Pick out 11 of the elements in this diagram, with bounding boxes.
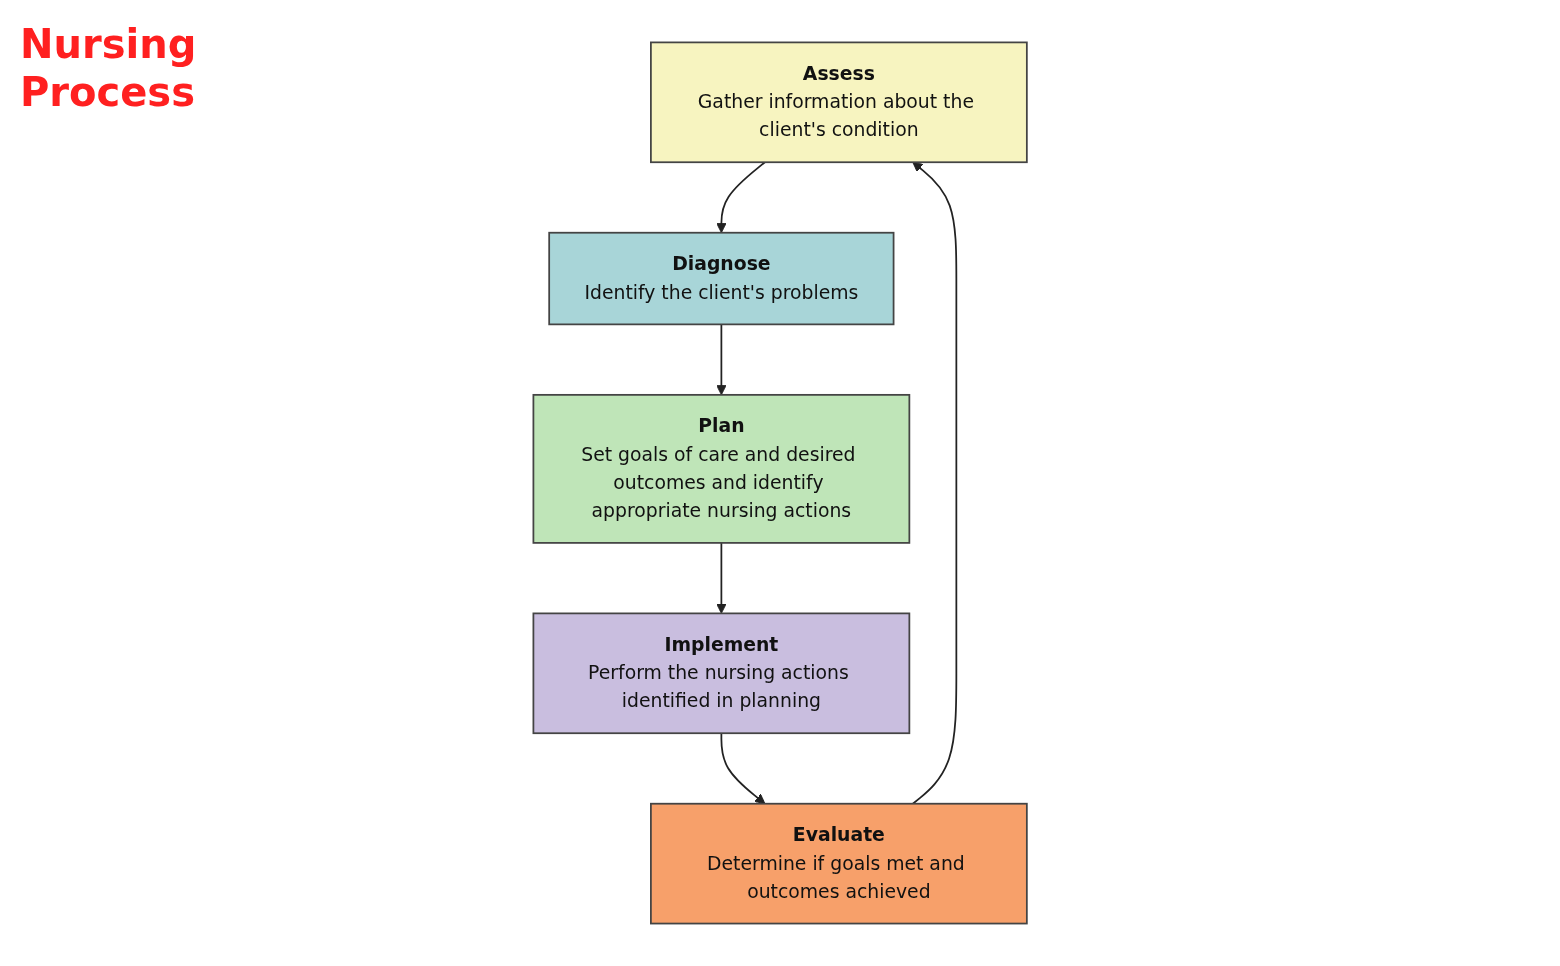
node-box: Assess Gather information about the client's condition — [649, 41, 1028, 164]
arrow — [716, 542, 727, 614]
arrow — [716, 323, 727, 396]
node-box: Plan Set goals of care and desired outcomes and identify appropriate nursing actions — [532, 394, 911, 544]
node-box: Diagnose Identify the client's problems — [548, 231, 895, 326]
arrow — [911, 161, 958, 805]
node-box: Evaluate Determine if goals met and outcomes achieved — [649, 802, 1028, 925]
node-box: Implement Perform the nursing actions identified in planning — [532, 612, 911, 735]
diagram-heading: Nursing Process — [20, 20, 198, 116]
arrow — [720, 732, 766, 805]
arrow — [716, 161, 766, 234]
